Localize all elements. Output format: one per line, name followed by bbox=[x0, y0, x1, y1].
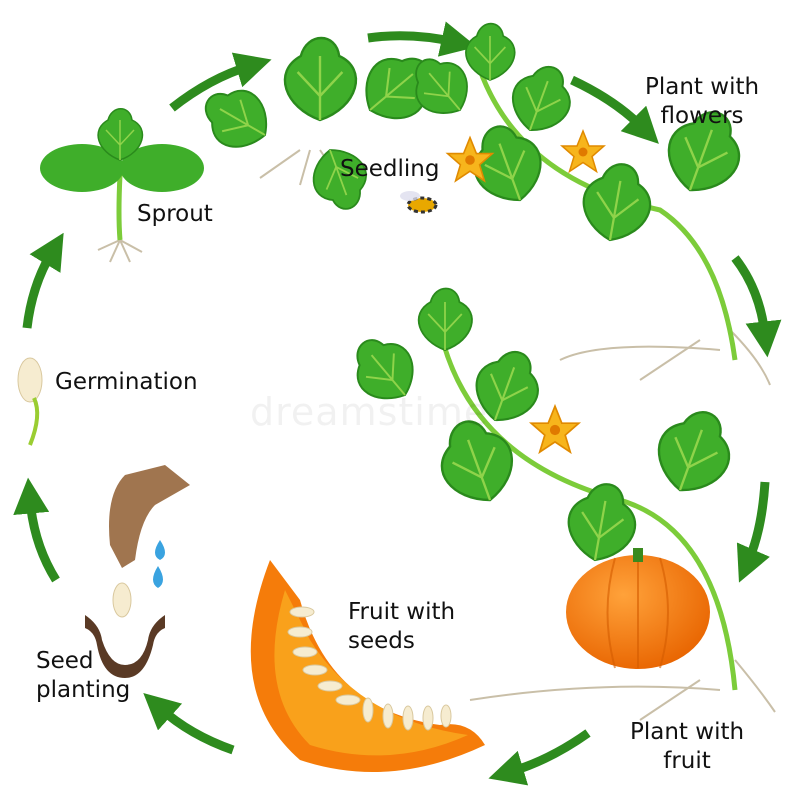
pumpkin bbox=[566, 548, 710, 669]
arrow-down-right-1 bbox=[731, 255, 782, 358]
arrow-sprout-to-seedling bbox=[169, 52, 272, 112]
cycle-arrows bbox=[13, 21, 782, 786]
arrow-down-right-2 bbox=[736, 481, 770, 583]
germinating-seed-illustration bbox=[17, 357, 43, 446]
arrow-flowers-to-fruit-plant bbox=[570, 75, 659, 144]
label-germination: Germination bbox=[55, 369, 198, 395]
label-seedling: Seedling bbox=[340, 156, 440, 182]
watermark: dreamstime bbox=[250, 390, 489, 434]
fruiting-plant-illustration bbox=[339, 287, 776, 721]
label-plant-with-flowers: Plant with flowers bbox=[645, 74, 760, 129]
flowering-plant-illustration bbox=[399, 22, 771, 386]
arrow-planting-to-germination bbox=[13, 477, 60, 583]
pumpkin-slice-illustration bbox=[250, 560, 485, 772]
seedling-illustration bbox=[192, 36, 447, 218]
sprout-illustration bbox=[40, 108, 204, 263]
arrow-seedling-to-flowers bbox=[367, 21, 477, 57]
arrow-germination-to-sprout bbox=[22, 232, 64, 329]
label-plant-with-fruit: Plant with fruit bbox=[630, 719, 745, 774]
label-fruit-with-seeds: Fruit with seeds bbox=[348, 599, 456, 654]
seed-planting-illustration bbox=[85, 465, 190, 678]
label-seed-planting: Seed planting bbox=[36, 648, 131, 703]
bee-illustration bbox=[400, 191, 438, 214]
label-sprout: Sprout bbox=[137, 201, 213, 227]
arrow-fruit-to-planting bbox=[143, 692, 235, 755]
arrow-fruit-plant-to-fruit bbox=[488, 729, 591, 786]
